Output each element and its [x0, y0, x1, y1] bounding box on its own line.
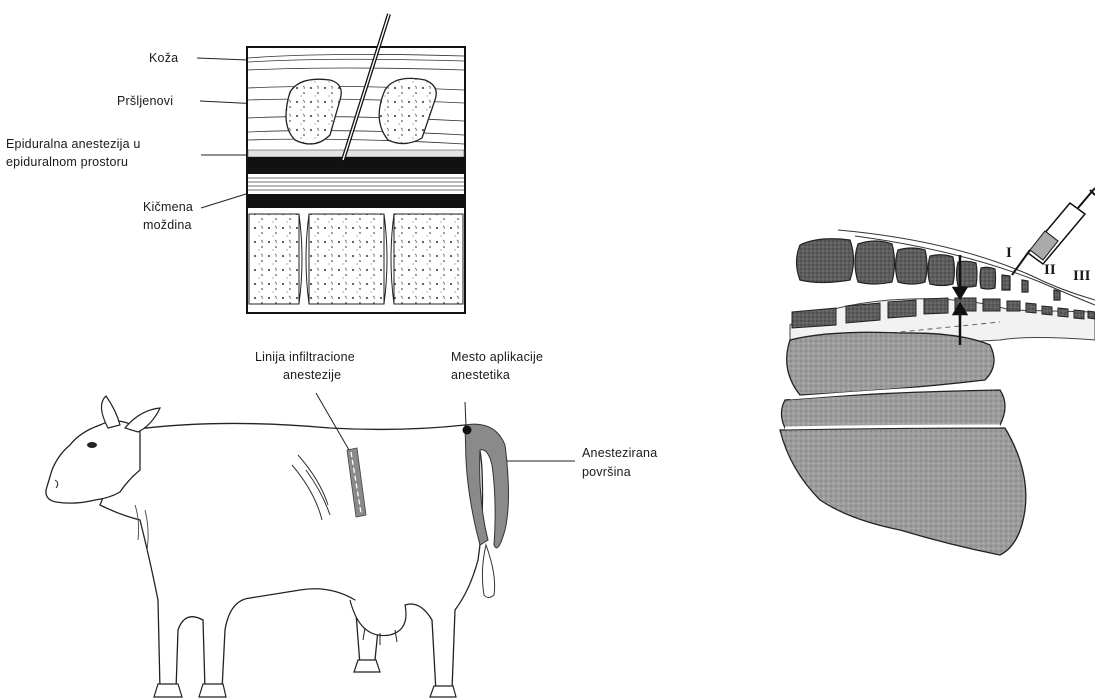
roman-label-2: II [1044, 262, 1056, 279]
epidural-injection-diagram [780, 188, 1095, 555]
vertebral-bodies-lower [249, 214, 463, 304]
dura-band [248, 157, 464, 174]
label-application-line1: Mesto aplikacije [451, 349, 543, 365]
organ-lower [780, 428, 1026, 555]
label-infiltration-line1: Linija infiltracione [255, 349, 355, 365]
label-infiltration-line2: anestezije [283, 367, 341, 383]
application-leader [465, 402, 466, 426]
cow-hooves [154, 660, 456, 697]
label-anesthetized-line2: površina [582, 464, 631, 480]
cow-outline [46, 421, 483, 692]
roman-label-3: III [1073, 268, 1091, 285]
label-spinal-cord-line2: moždina [143, 217, 192, 233]
label-skin: Koža [149, 50, 178, 66]
label-spinal-cord-line1: Kičmena [143, 199, 193, 215]
label-application-line2: anestetika [451, 367, 510, 383]
epidural-space [248, 150, 464, 157]
cow-diagram [46, 393, 575, 697]
upper-vertebrae [797, 239, 1061, 300]
spinal-cord-lower-band [248, 194, 464, 208]
cow-eye [87, 442, 97, 448]
cow-tail-switch [482, 545, 494, 598]
application-point [463, 426, 472, 435]
label-epidural-line1: Epiduralna anestezija u [6, 136, 141, 152]
label-anesthetized-line1: Anestezirana [582, 445, 657, 461]
label-vertebrae: Pršljenovi [117, 93, 173, 109]
label-epidural-line2: epiduralnom prostoru [6, 154, 128, 170]
spine-cross-section [197, 14, 465, 313]
roman-label-1: I [1006, 245, 1012, 262]
